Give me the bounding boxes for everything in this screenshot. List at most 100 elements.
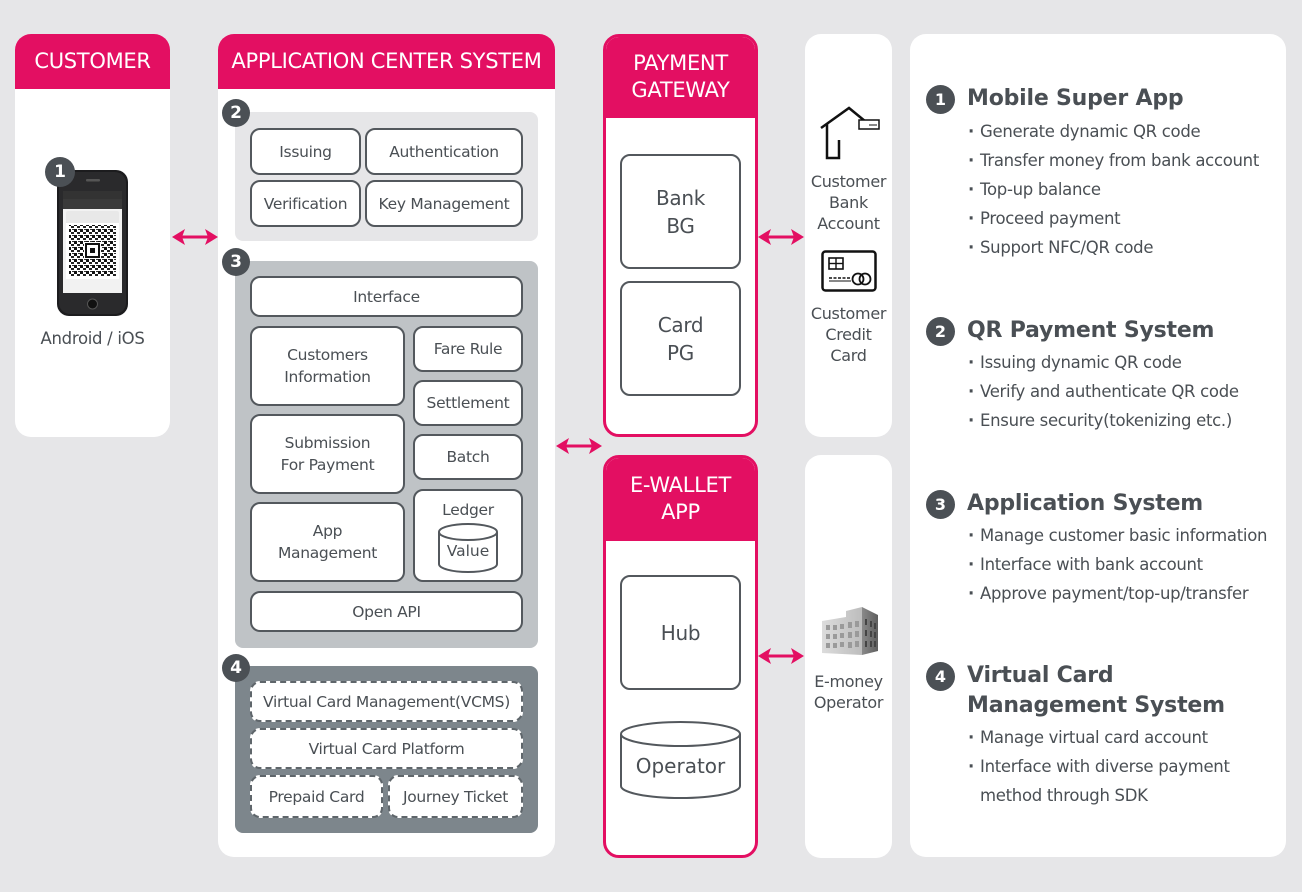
info-list-4: Manage virtual card account Interface wi… [968,723,1230,810]
credit-card-label: Customer Credit Card [805,303,892,366]
customer-panel: CUSTOMER [15,34,170,437]
module-customers-information: Customers Information [250,326,405,406]
info-badge-4: 4 [926,662,955,691]
line: For Payment [280,456,375,474]
line: Customer [810,304,887,323]
info-item: Proceed payment [968,204,1259,233]
line: Submission [284,434,371,452]
line: Information [284,368,371,386]
emoney-label: E-money Operator [805,671,892,713]
payment-gateway-header: PAYMENT GATEWAY [606,37,755,118]
info-title-4: Virtual Card Management System [967,661,1225,721]
module-verification: Verification [250,180,361,227]
bidirectional-arrow-icon [758,229,804,245]
bank-account-label: Customer Bank Account [805,171,892,234]
operator-database-icon [619,720,742,800]
title-line: Virtual Card [967,663,1114,688]
info-item: Interface with bank account [968,550,1267,579]
line: Customers [287,346,368,364]
info-item: Support NFC/QR code [968,233,1259,262]
module-journey-ticket: Journey Ticket [388,775,523,818]
credit-card-icon [821,250,877,292]
device-label: Android / iOS [40,329,145,348]
info-title-3: Application System [967,491,1204,516]
bidirectional-arrow-icon [172,229,218,245]
line: Management [277,544,378,562]
value-label: Value [446,542,490,560]
info-item: Ensure security(tokenizing etc.) [968,406,1239,435]
module-submission-for-payment: Submission For Payment [250,414,405,494]
info-item: Transfer money from bank account [968,146,1259,175]
ewallet-header: E-WALLET APP [606,458,755,541]
building-icon [820,605,880,661]
ledger-label: Ledger [442,501,494,519]
module-authentication: Authentication [365,128,523,175]
title-line: Management System [967,693,1225,718]
info-item: Top-up balance [968,175,1259,204]
badge-1: 1 [45,157,75,187]
badge-3: 3 [222,248,250,276]
module-issuing: Issuing [250,128,361,175]
line: Bank [655,185,706,210]
line: Card [657,312,704,337]
line: PG [667,340,694,365]
customer-title: CUSTOMER [34,49,151,73]
info-item: Verify and authenticate QR code [968,377,1239,406]
line: Operator [813,693,884,712]
info-item: Approve payment/top-up/transfer [968,579,1267,608]
info-title-2: QR Payment System [967,318,1215,343]
info-item: Issuing dynamic QR code [968,348,1239,377]
module-vcms: Virtual Card Management(VCMS) [250,681,523,722]
line: E-money [814,672,883,691]
module-app-management: App Management [250,502,405,582]
emoney-external-panel: E-money Operator [805,455,892,858]
line: Bank [829,193,868,212]
info-list-2: Issuing dynamic QR code Verify and authe… [968,348,1239,435]
operator-db-label: Operator [635,754,726,778]
module-virtual-card-platform: Virtual Card Platform [250,728,523,769]
module-batch: Batch [413,434,523,480]
info-panel: 1 Mobile Super App Generate dynamic QR c… [910,34,1286,857]
module-settlement: Settlement [413,380,523,426]
line: Account [817,214,880,233]
module-open-api: Open API [250,591,523,632]
module-card-pg: Card PG [620,281,741,396]
title-line: APP [661,500,700,524]
info-badge-2: 2 [926,317,955,346]
info-item: Interface with diverse payment [968,752,1230,781]
module-key-management: Key Management [365,180,523,227]
module-prepaid-card: Prepaid Card [250,775,383,818]
info-badge-1: 1 [926,85,955,114]
info-list-3: Manage customer basic information Interf… [968,521,1267,608]
badge-4: 4 [222,654,250,682]
line: Credit [825,325,872,344]
line: Customer [810,172,887,191]
app-center-header: APPLICATION CENTER SYSTEM [218,34,555,89]
module-hub: Hub [620,575,741,690]
title-line: GATEWAY [631,78,730,102]
line: BG [666,213,695,238]
bank-external-panel: Customer Bank Account Customer Credit Ca… [805,34,892,437]
info-badge-3: 3 [926,490,955,519]
module-bank-bg: Bank BG [620,154,741,269]
value-database-icon [437,522,499,574]
house-icon [819,106,881,162]
badge-2: 2 [222,99,250,127]
module-fare-rule: Fare Rule [413,326,523,372]
app-center-title: APPLICATION CENTER SYSTEM [231,49,542,73]
title-line: E-WALLET [629,473,732,497]
module-interface: Interface [250,276,523,317]
customer-header: CUSTOMER [15,34,170,89]
info-item: Manage virtual card account [968,723,1230,752]
title-line: PAYMENT [633,51,728,75]
bidirectional-arrow-icon [556,438,602,454]
info-list-1: Generate dynamic QR code Transfer money … [968,117,1259,262]
info-item: Manage customer basic information [968,521,1267,550]
info-item: Generate dynamic QR code [968,117,1259,146]
line: App [312,522,343,540]
smartphone-qr-icon [56,169,129,317]
line: Card [830,346,867,365]
info-title-1: Mobile Super App [967,86,1184,111]
bidirectional-arrow-icon [758,648,804,664]
info-item: method through SDK [980,786,1148,805]
